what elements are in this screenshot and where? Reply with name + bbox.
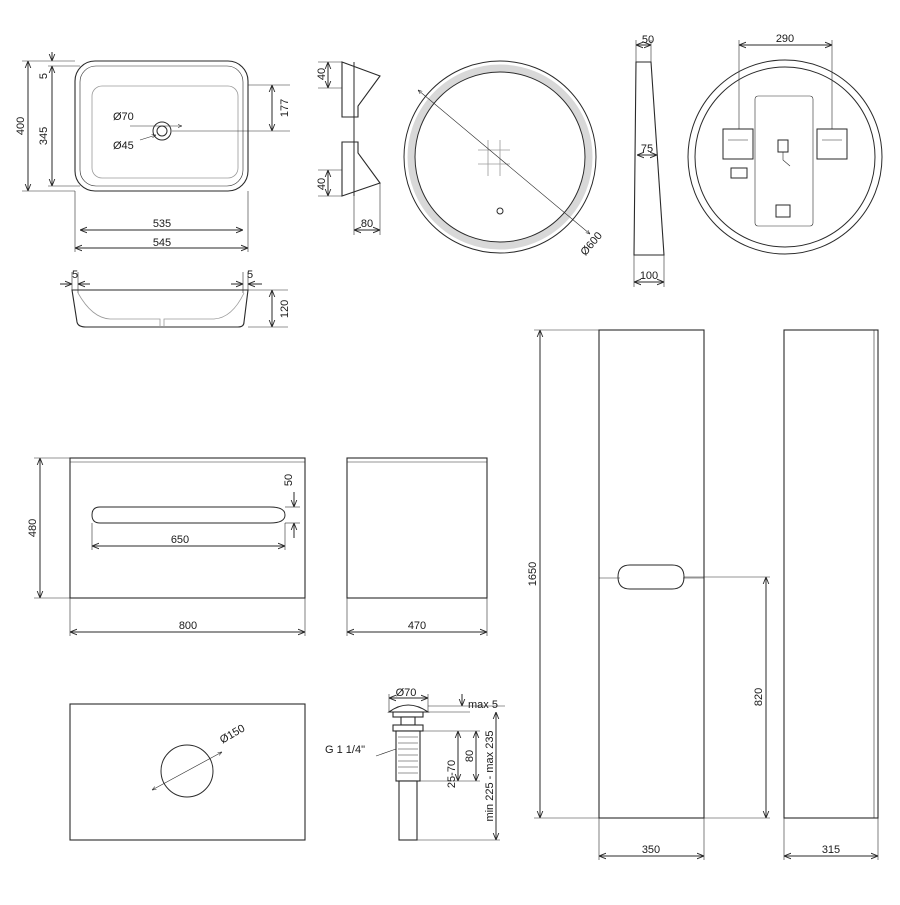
tall-cabinet-front-view: 1650 820 350 — [527, 329, 770, 860]
mirror-side-view: 50 75 100 — [633, 34, 665, 287]
basin-depth-400-label: 400 — [15, 117, 27, 135]
vanity-side-body — [346, 457, 488, 599]
basin-height-120-label: 120 — [279, 300, 291, 318]
tall-cabinet-side-view: 315 — [783, 329, 879, 860]
vanity-height-480-label: 480 — [27, 519, 39, 537]
side-top-50-label: 50 — [642, 34, 654, 46]
outer-width-545-label: 545 — [153, 237, 171, 249]
vanity-body — [69, 457, 306, 599]
countertop-outline — [69, 703, 306, 841]
mirror-front-view: Ø600 — [403, 60, 605, 258]
countertop-top-view: Ø150 — [69, 703, 306, 841]
profile-top-40-label: 40 — [316, 68, 328, 80]
basin-bowl-345-label: 345 — [38, 127, 50, 145]
drain-body-80-label: 80 — [464, 750, 476, 762]
tall-width-350-label: 350 — [642, 844, 660, 856]
basin-side-outline — [71, 289, 249, 328]
vanity-depth-470-label: 470 — [408, 620, 426, 632]
drain-waste-view: Ø70 max 5 G 1 1/4" 80 25-70 min 225 - ma… — [325, 687, 505, 841]
profile-bottom-40-label: 40 — [316, 178, 328, 190]
drain-total-length-label: min 225 - max 235 — [484, 730, 496, 821]
drain-cap-dia-label: Ø70 — [396, 687, 417, 699]
mirror-profile-view: 40 40 80 — [316, 61, 381, 235]
basin-side-view: 5 5 120 — [60, 269, 291, 328]
bracket-spacing-290-label: 290 — [776, 33, 794, 45]
vanity-handle — [91, 506, 286, 524]
profile-depth-80-label: 80 — [361, 218, 373, 230]
handle-length-650-label: 650 — [171, 534, 189, 546]
side-right-rim-label: 5 — [247, 269, 253, 281]
back-bracket-left — [722, 128, 754, 160]
waste-outer-dia-label: Ø70 — [113, 111, 134, 123]
vanity-front-view: 480 50 650 800 — [27, 457, 306, 636]
mirror-back-view: 290 — [687, 33, 883, 255]
cap-gap-label: max 5 — [468, 699, 498, 711]
tall-cabinet-body — [598, 329, 705, 819]
waste-outer-circle — [152, 121, 172, 141]
tall-depth-315-label: 315 — [822, 844, 840, 856]
tall-cabinet-side-body — [783, 329, 879, 819]
back-bracket-right — [816, 128, 848, 160]
basin-rim-inner — [79, 65, 244, 187]
drain-tail-pipe — [398, 780, 418, 841]
thread-label: G 1 1/4" — [325, 744, 365, 756]
basin-top-view: Ø70 Ø45 400 345 5 177 535 545 — [15, 52, 291, 252]
mirror-diameter-label: Ø600 — [578, 230, 604, 258]
inner-width-535-label: 535 — [153, 218, 171, 230]
drain-threaded-body — [395, 730, 421, 782]
tall-cabinet-handle — [617, 564, 685, 590]
drain-cap — [387, 704, 430, 713]
waste-inner-dia-label: Ø45 — [113, 140, 134, 152]
side-mid-75-label: 75 — [641, 143, 653, 155]
side-left-rim-label: 5 — [72, 269, 78, 281]
side-bottom-100-label: 100 — [640, 270, 658, 282]
handle-height-50-label: 50 — [283, 474, 295, 486]
basin-rim-5-label: 5 — [38, 73, 50, 79]
adjust-range-label: 25-70 — [446, 760, 458, 788]
vanity-width-800-label: 800 — [179, 620, 197, 632]
tall-height-1650-label: 1650 — [527, 562, 539, 586]
vanity-side-view: 470 — [346, 457, 488, 636]
drain-offset-177-label: 177 — [279, 99, 291, 117]
tall-handle-820-label: 820 — [753, 688, 765, 706]
basin-bowl — [91, 85, 239, 179]
